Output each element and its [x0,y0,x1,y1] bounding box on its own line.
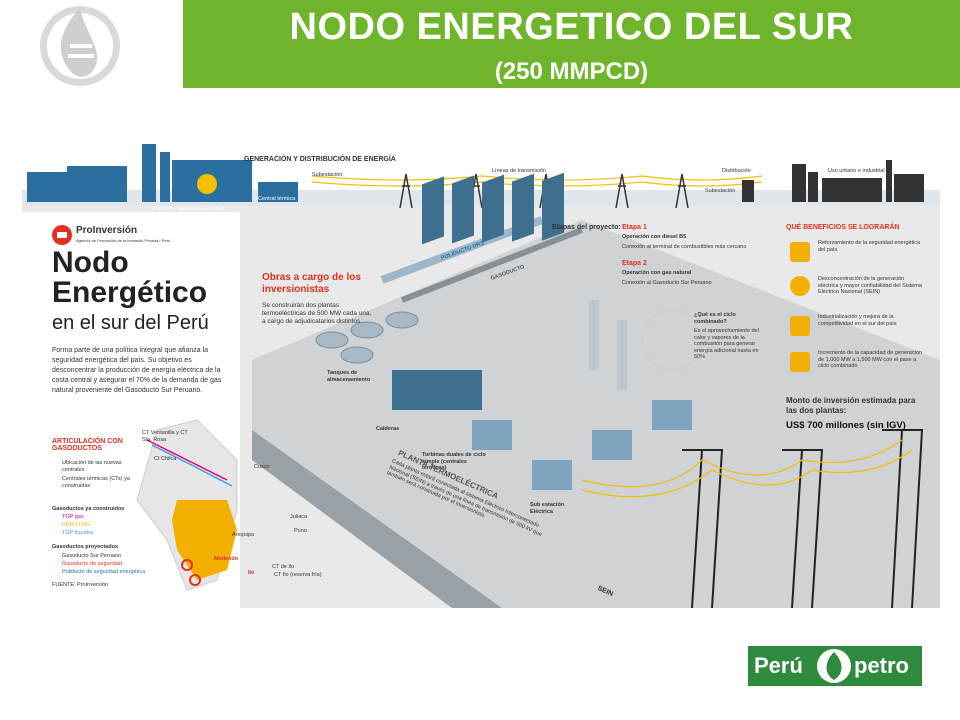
map-legend-2: Centrales térmicas (CTs) ya construidas [62,476,130,489]
map-place-3: Cusco [254,464,270,470]
map-articulacion-title: ARTICULACIÓN CON GASODUCTOS [52,438,123,452]
top-label-3: Distribución [722,168,751,174]
label-turbinas: Turbinas duales de ciclo simple (central… [422,452,486,471]
ciclo-title: ¿Qué es el ciclo combinado? [694,312,736,325]
map-fuente: FUENTE: ProInversión [52,582,108,588]
beneficio-1: Reforzamiento de la seguridad energética… [818,240,921,253]
beneficio-2: Desconcentración de la generación eléctr… [818,276,922,295]
monto-value: US$ 700 millones (sin IGV) [786,420,906,431]
etapa2-sub: Operación con gas natural [622,270,692,276]
map-place-1: CT Ventanilla y CT Sta. Rosa [142,430,188,443]
map-gas-built-title: Gasoductos ya construidos [52,506,125,512]
map-gas-proj-3: Poliducto de seguridad energética [62,569,146,575]
etapa2-title: Etapa 2 [622,260,647,267]
label-calderas: Calderas [376,426,400,432]
map-place-8: Ilo [248,570,255,576]
main-title-3: en el sur del Perú [52,312,209,334]
map-place-5: Puno [294,528,307,534]
main-title-2: Energético [52,276,208,309]
label-tanques: Tanques de almacenamiento [327,370,371,383]
map-gas-proj-title: Gasoductos proyectados [52,544,119,550]
plant-label: PLANTA TERMOELÉCTRICA [152,206,225,212]
beneficio-4: Incremento de la capacidad de generación… [818,350,922,369]
map-place-9: CT de Ilo [272,564,295,570]
map-gas-built-3: TGP líquidos [62,530,94,536]
infographic: GENERACIÓN Y DISTRIBUCIÓN DE ENERGÍA Sub… [22,130,940,608]
top-label-5: Uso urbano e industrial [828,168,885,174]
top-label-4: Subestación [705,188,736,194]
logo-area [0,0,183,88]
map-place-2: Ct Chilca [154,456,177,462]
map-place-4: Juliaca [290,514,308,520]
peru-petro-logo-icon [748,646,922,686]
infographic-art [22,130,940,608]
brand-right-text: petro [854,653,909,678]
company-logo-icon [40,6,120,86]
map-gas-proj-1: Gasoducto Sur Peruano [62,553,122,559]
map-place-7: Mollendo [214,556,239,562]
etapas-label: Etapas del proyecto: [552,224,621,231]
etapa1-title: Etapa 1 [622,224,647,231]
page-subtitle: (250 MMPCD) [494,58,649,85]
label-subestacion: Sub estación Eléctrica [530,502,565,515]
obras-title: Obras a cargo de los inversionistas [262,272,361,295]
obras-text: Se construirán dos plantas termoeléctric… [262,302,372,325]
map-place-6: Arequipa [232,532,255,538]
beneficio-3: Industrialización y mejora de la competi… [818,314,897,327]
top-label-2: Líneas de transmisión [492,168,546,174]
central-label: Central térmica [258,196,296,202]
etapa1-desc: Conexión al terminal de combustibles más… [622,244,747,250]
map-place-10: CT Ilo (reserva fría) [274,572,322,578]
org-name: ProInversión [76,225,138,236]
header-bar: NODO ENERGETICO DEL SUR (250 MMPCD) [0,0,960,88]
org-sub: Agencia de Promoción de la Inversión Pri… [76,238,171,243]
etapa2-desc: Conexión al Gasoducto Sur Peruano [622,280,712,286]
map-gas-proj-2: Gasoducto de seguridad [62,561,122,567]
top-label-1: Subestación [312,172,343,178]
etapa1-sub: Operación con diesel B5 [622,234,687,240]
page-title: NODO ENERGETICO DEL SUR [289,6,854,48]
top-title: GENERACIÓN Y DISTRIBUCIÓN DE ENERGÍA [244,156,396,163]
main-title-1: Nodo [52,246,129,279]
ciclo-text: Es el aprovechamiento del calor y vapore… [694,328,759,360]
beneficios-title: QUÉ BENEFICIOS SE LOGRARÁN [786,224,900,231]
brand-logo: Perú petro [748,646,922,686]
map-gas-built-2: PERU LNG [62,522,91,528]
intro-text: Forma parte de una política integral que… [52,347,222,394]
brand-left-text: Perú [754,653,803,678]
monto-label: Monto de inversión estimada para las dos… [786,396,916,415]
map-gas-built-1: TGP gas [62,514,84,520]
map-legend-1: Ubicación de las nuevas centrales [62,460,122,473]
